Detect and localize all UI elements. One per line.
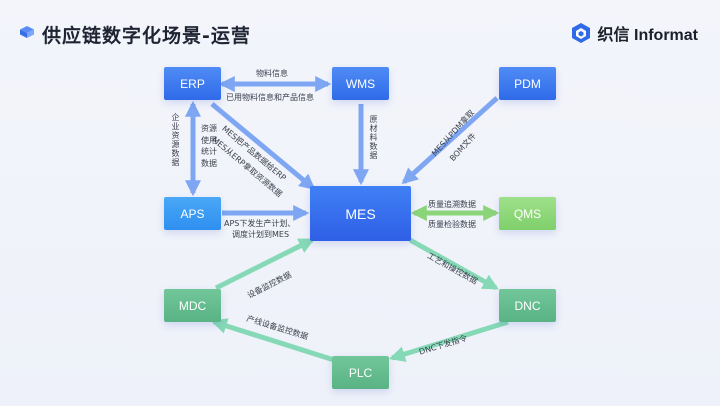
node-mdc: MDC — [164, 289, 221, 322]
node-dnc: DNC — [499, 289, 556, 322]
arrow-mes-dnc — [408, 237, 499, 291]
node-mes: MES — [310, 186, 411, 241]
arrow-dnc-plc — [388, 319, 509, 362]
logo-icon — [571, 23, 590, 43]
node-qms: QMS — [499, 197, 556, 230]
label-erp-aps: 企业资源数据 — [171, 113, 180, 167]
cube-icon — [20, 26, 34, 38]
page-title: 供应链数字化场景-运营 — [42, 25, 251, 47]
label-qms-2: 质量检验数据 — [428, 220, 476, 229]
arrow-pdm-mes — [401, 96, 499, 185]
node-wms: WMS — [332, 67, 389, 100]
label-aps-mes-2: 调度计划到MES — [232, 230, 290, 239]
label-wms-erp: 已用物料信息和产品信息 — [226, 93, 314, 102]
label-erp-wms: 物料信息 — [256, 69, 288, 78]
node-plc: PLC — [332, 356, 389, 389]
node-aps: APS — [164, 197, 221, 230]
logo-text: 织信 Informat — [597, 27, 698, 44]
node-erp: ERP — [164, 67, 221, 100]
arrow-erp-mes — [210, 102, 316, 191]
node-pdm: PDM — [499, 67, 556, 100]
arrow-mdc-mes — [214, 237, 315, 291]
arrow-plc-mdc — [210, 318, 335, 363]
brand-logo: 织信 Informat — [570, 21, 698, 45]
header: 供应链数字化场景-运营 织信 Informat — [0, 0, 720, 60]
label-wms-mes: 原材料数据 — [369, 115, 378, 160]
label-aps-erp: 资源使用统计数据 — [201, 124, 217, 168]
label-aps-mes-1: APS下发生产计划、 — [224, 219, 296, 228]
label-qms-1: 质量追溯数据 — [428, 200, 476, 209]
